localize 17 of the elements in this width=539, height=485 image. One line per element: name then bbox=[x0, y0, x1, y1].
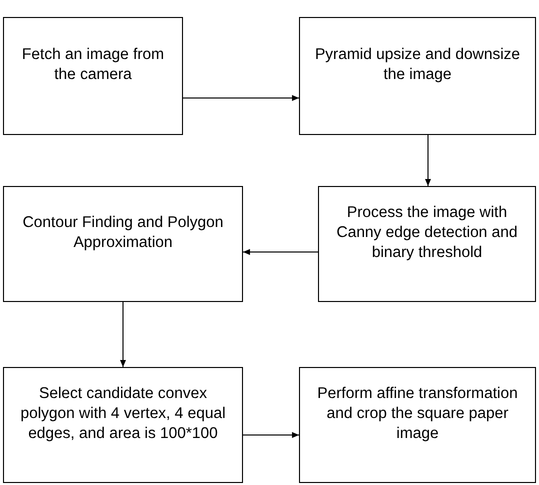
arrow bbox=[425, 134, 431, 186]
arrow bbox=[242, 432, 300, 438]
process-box bbox=[318, 186, 536, 302]
process-box bbox=[3, 367, 243, 483]
process-box bbox=[3, 186, 243, 302]
process-box bbox=[3, 17, 183, 135]
box-label: Process the image with Canny edge detection and binary threshold bbox=[336, 202, 518, 264]
arrow bbox=[120, 302, 126, 368]
box-label: Select candidate convex polygon with 4 vertex, 4 equal edges, and area is 100*100 bbox=[19, 384, 227, 444]
process-box bbox=[299, 367, 536, 483]
arrow bbox=[182, 95, 300, 101]
box-label: Pyramid upsize and downsize the image bbox=[314, 44, 522, 85]
arrow bbox=[242, 249, 318, 255]
process-box bbox=[299, 17, 536, 135]
box-label: Perform affine transformation and crop the square paper image bbox=[316, 384, 519, 444]
box-label: Fetch an image from the camera bbox=[20, 44, 166, 85]
box-label: Contour Finding and Polygon Approximation bbox=[22, 212, 224, 253]
